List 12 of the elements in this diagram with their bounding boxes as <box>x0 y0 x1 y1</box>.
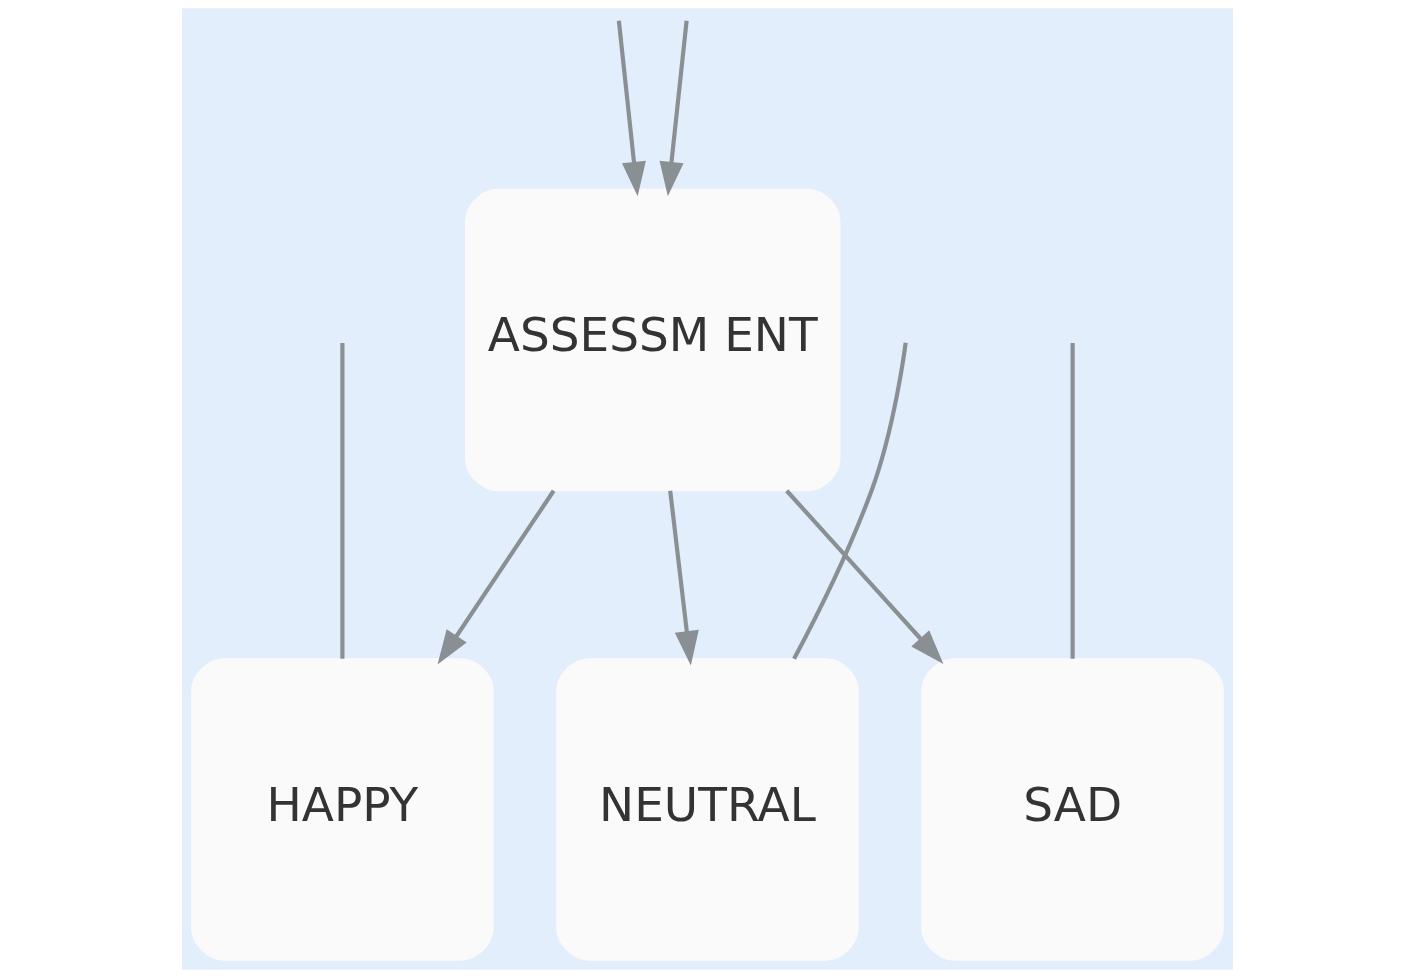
connector <box>792 342 908 660</box>
arrow <box>668 490 699 666</box>
node-box: NEUTRAL <box>556 658 859 961</box>
arrow <box>785 489 944 664</box>
arrow <box>659 20 689 197</box>
arrow <box>437 489 556 665</box>
connector <box>340 342 345 659</box>
node-box: HAPPY <box>191 658 494 961</box>
node-box: SAD <box>921 658 1224 961</box>
connector <box>1070 342 1075 659</box>
arrow <box>616 20 646 197</box>
node-box: ASSESSM ENT <box>464 188 841 492</box>
